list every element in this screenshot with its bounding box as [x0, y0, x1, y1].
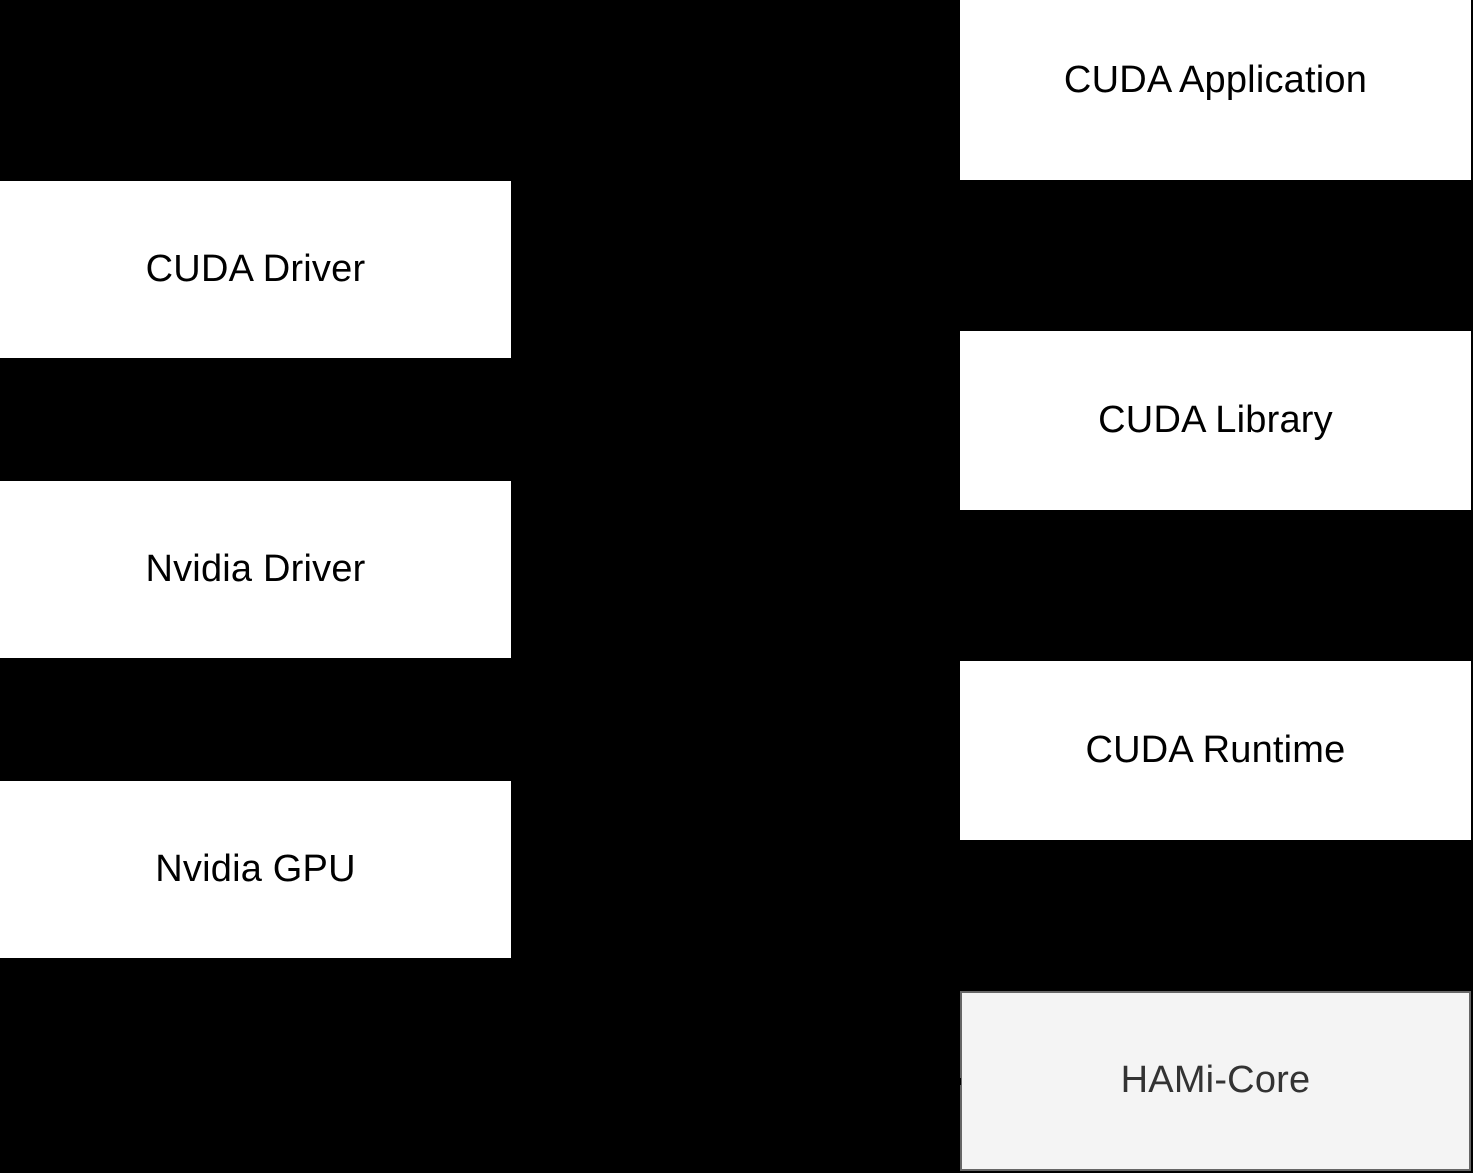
node-nvidia-gpu-label: Nvidia GPU	[155, 847, 356, 890]
node-cuda-application-label: CUDA Application	[1063, 59, 1368, 102]
node-hami-core-label: HAMi-Core	[1120, 1059, 1311, 1102]
node-cuda-runtime-label: CUDA Runtime	[1085, 728, 1346, 771]
node-cuda-application[interactable]: CUDA Application	[960, 0, 1471, 180]
node-nvidia-gpu[interactable]: Nvidia GPU	[0, 781, 511, 958]
node-cuda-driver[interactable]: CUDA Driver	[0, 181, 511, 358]
node-hami-core[interactable]: HAMi-Core	[960, 991, 1471, 1171]
node-cuda-runtime[interactable]: CUDA Runtime	[960, 661, 1471, 840]
node-nvidia-driver[interactable]: Nvidia Driver	[0, 481, 511, 658]
node-cuda-driver-label: CUDA Driver	[145, 247, 366, 290]
node-cuda-library-label: CUDA Library	[1098, 398, 1333, 441]
node-cuda-library[interactable]: CUDA Library	[960, 331, 1471, 510]
connector-hami-core-left	[955, 1078, 961, 1085]
node-nvidia-driver-label: Nvidia Driver	[145, 547, 366, 590]
